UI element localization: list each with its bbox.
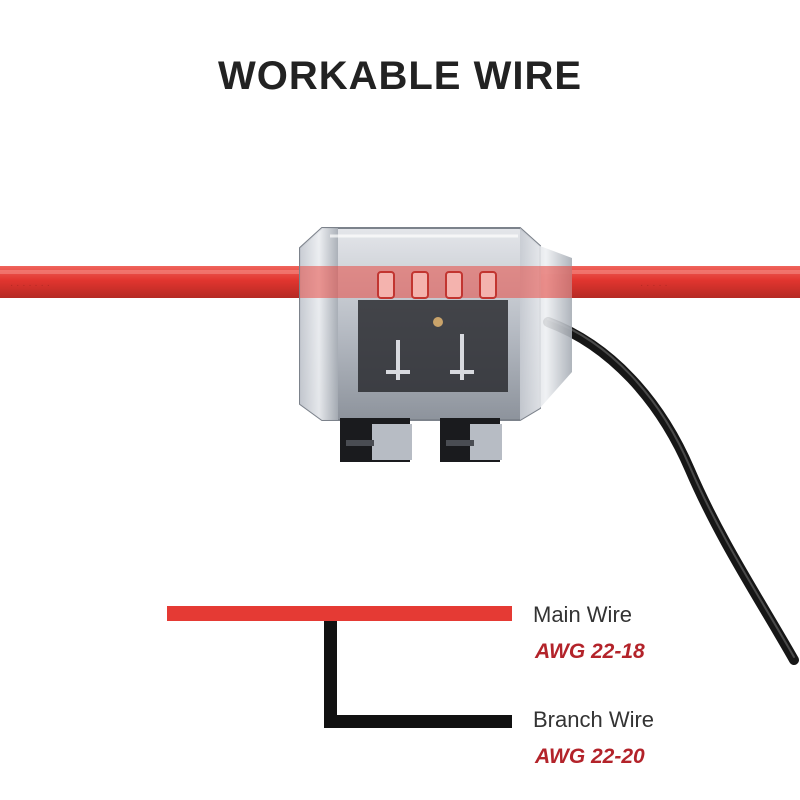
connector-housing: [299, 227, 572, 462]
branch-wire-spec: AWG 22-20: [535, 745, 645, 768]
wire-print-right: · · · · ·: [640, 280, 668, 291]
main-wire-line: [167, 606, 512, 621]
branch-wire-line-horizontal: [324, 715, 512, 728]
wire-print-left: · · · · · · ·: [10, 280, 50, 291]
branch-wire-line-vertical: [324, 621, 337, 728]
main-wire-label: Main Wire: [533, 602, 633, 627]
branch-wire-photo: [543, 317, 799, 665]
latch-tabs: [340, 418, 502, 462]
main-wire-spec: AWG 22-18: [535, 640, 645, 663]
branch-wire-label: Branch Wire: [533, 707, 655, 732]
page-title: WORKABLE WIRE: [217, 54, 583, 98]
